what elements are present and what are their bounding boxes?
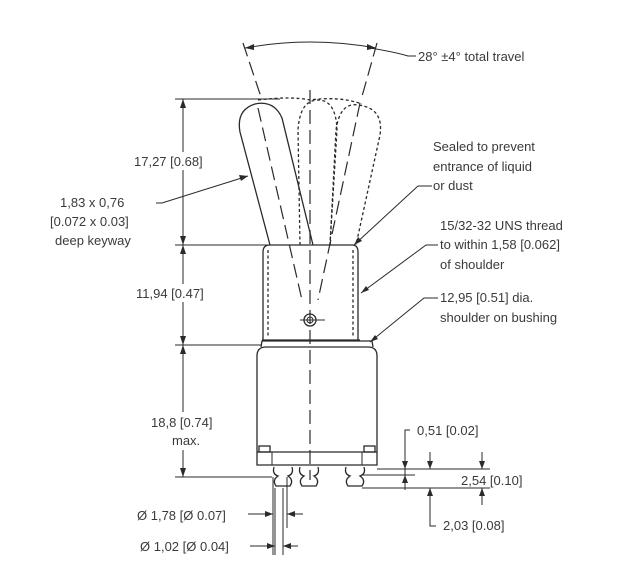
dim-203-label: 2,03 [0.08] xyxy=(443,518,504,533)
threaded-bushing xyxy=(262,244,360,341)
body-height-note: max. xyxy=(172,433,200,448)
terminals xyxy=(272,466,366,555)
travel-label: 28° ±4° total travel xyxy=(418,49,525,64)
thread-line3: of shoulder xyxy=(440,257,505,272)
keyway-line1: 1,83 x 0,76 xyxy=(60,195,124,210)
thread-line2: to within 1,58 [0.062] xyxy=(440,237,560,252)
shoulder-line1: 12,95 [0.51] dia. xyxy=(440,290,533,305)
body-height-label: 18,8 [0.74] xyxy=(151,415,212,430)
travel-angle-indicator xyxy=(242,41,416,101)
dim-254-label: 2,54 [0.10] xyxy=(461,473,522,488)
keyway-line2: [0.072 x 0.03] xyxy=(50,214,129,229)
terminal-dimension-lines xyxy=(362,429,490,527)
thread-line1: 15/32-32 UNS thread xyxy=(440,218,563,233)
pin-outer-diameter-label: Ø 1,78 [Ø 0.07] xyxy=(137,508,226,523)
sealed-line1: Sealed to prevent xyxy=(433,139,535,154)
sealed-line3: or dust xyxy=(433,178,473,193)
shoulder-line2: shoulder on bushing xyxy=(440,310,557,325)
dim-051-label: 0,51 [0.02] xyxy=(417,423,478,438)
pin-inner-diameter-label: Ø 1,02 [Ø 0.04] xyxy=(140,539,229,554)
keyway-line3: deep keyway xyxy=(55,233,131,248)
lever-height-label: 17,27 [0.68] xyxy=(134,154,203,169)
switch-body xyxy=(256,340,378,466)
sealed-line2: entrance of liquid xyxy=(433,159,532,174)
bushing-height-label: 11,94 [0.47] xyxy=(136,286,204,301)
toggle-lever xyxy=(238,90,382,480)
